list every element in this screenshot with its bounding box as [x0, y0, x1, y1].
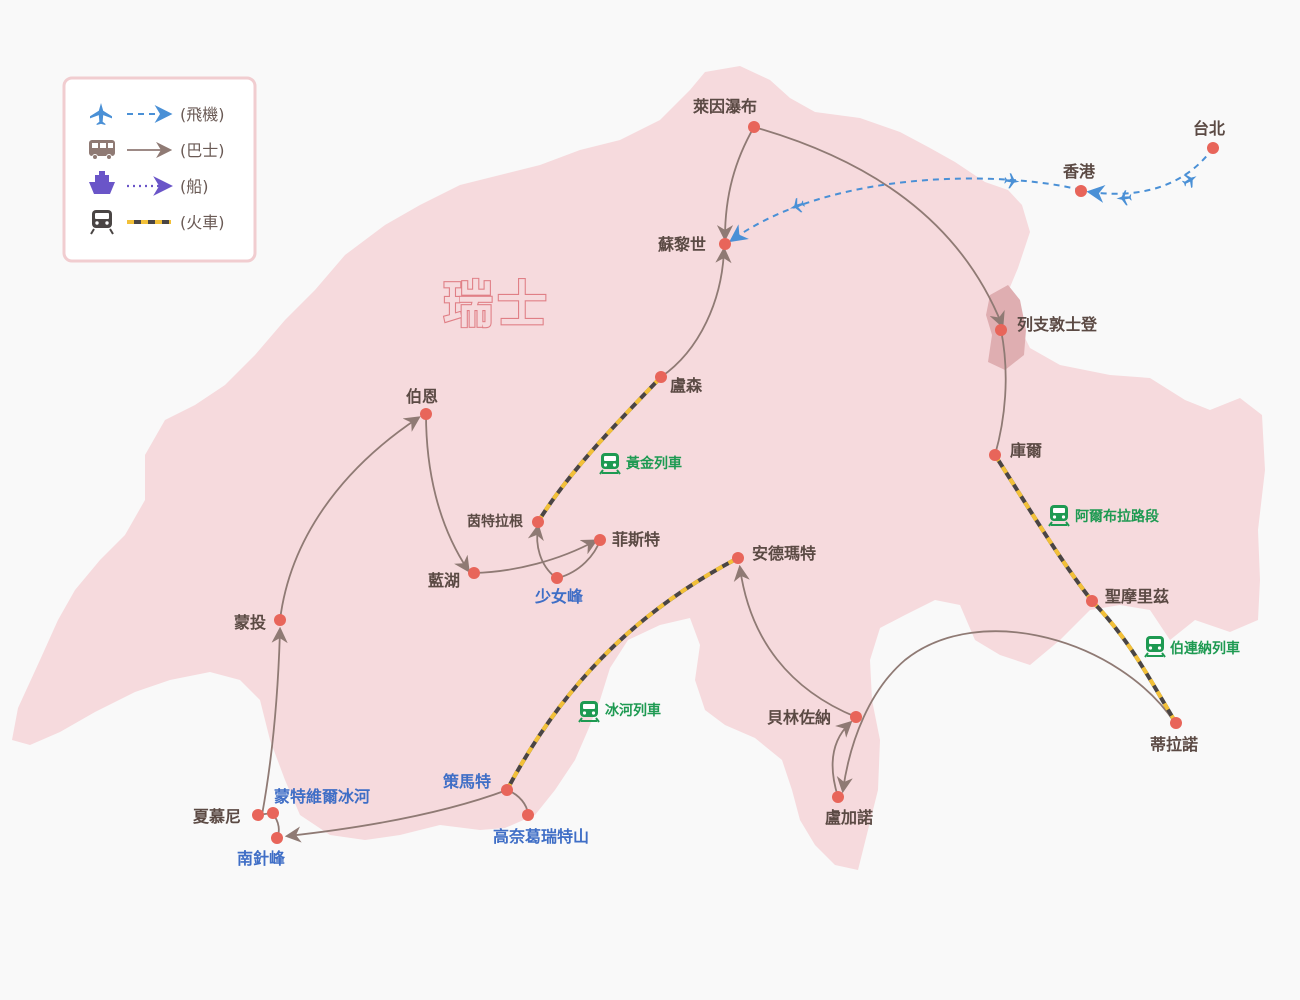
label-andermatt: 安德瑪特	[752, 544, 816, 563]
label-chur: 庫爾	[1010, 441, 1042, 460]
dot-tirano	[1170, 717, 1182, 729]
switzerland-land	[12, 66, 1265, 870]
dot-chamonix	[252, 809, 264, 821]
dot-gornergrat	[522, 809, 534, 821]
flight-hongkong-zurich	[729, 177, 1082, 243]
label-taipei: 台北	[1193, 119, 1225, 138]
label-train-albula: 阿爾布拉路段	[1075, 508, 1159, 525]
flight-routes	[729, 147, 1214, 243]
label-interlaken: 茵特拉根	[467, 513, 524, 530]
dot-montreux	[274, 614, 286, 626]
dot-bellinzona	[850, 711, 862, 723]
rail-albula-dash	[993, 453, 1094, 603]
dot-merdeglace	[267, 807, 279, 819]
place-labels: 萊因瀑布 蘇黎世 台北 香港 列支敦士登 庫爾 盧森 伯恩 茵特拉根 菲斯特 藍…	[192, 97, 1225, 868]
label-bern: 伯恩	[406, 387, 438, 406]
legend-label-plane: (飛機)	[180, 105, 225, 124]
route-rheinfall-liechtenstein	[753, 126, 1005, 329]
route-bern-bluelake	[425, 413, 470, 573]
rail-routes	[505, 375, 1178, 791]
label-zurich: 蘇黎世	[657, 235, 706, 254]
label-gornergrat: 高奈葛瑞特山	[493, 827, 589, 846]
flight-taipei-hongkong	[1086, 147, 1214, 203]
route-chamonix-montreux	[261, 626, 288, 816]
label-hongkong: 香港	[1062, 162, 1096, 181]
label-train-golden: 黃金列車	[625, 455, 682, 472]
legend-box	[62, 76, 257, 263]
airplane-icon	[1179, 169, 1201, 191]
label-lugano: 盧加諾	[825, 808, 873, 827]
label-tirano: 蒂拉諾	[1150, 735, 1198, 754]
label-montreux: 蒙投	[234, 613, 266, 632]
train-icon	[90, 210, 114, 235]
legend: (飛機) (巴士) (船)	[62, 76, 257, 263]
route-zermatt-aiguille	[284, 789, 508, 843]
route-liechtenstein-chur	[994, 329, 1007, 456]
dot-aiguille	[271, 832, 283, 844]
bus-icon	[89, 140, 115, 160]
legend-label-ship: (船)	[180, 177, 209, 196]
legend-row-ship: (船)	[89, 171, 209, 196]
dot-bluelake	[468, 567, 480, 579]
label-zermatt: 策馬特	[442, 772, 491, 791]
dot-liechtenstein	[995, 324, 1007, 336]
dot-hongkong	[1075, 185, 1087, 197]
label-merdeglace: 蒙特維爾冰河	[274, 787, 370, 806]
label-liechtenstein: 列支敦士登	[1017, 315, 1098, 334]
dot-taipei	[1207, 142, 1219, 154]
rail-golden-dash	[536, 375, 663, 524]
rail-glacier-dash	[505, 556, 739, 791]
label-jungfrau: 少女峰	[534, 587, 584, 606]
dot-andermatt	[732, 552, 744, 564]
route-jungfrau-interlaken	[527, 523, 556, 578]
route-bellinzona-andermatt	[733, 564, 857, 718]
airplane-icon	[1003, 172, 1021, 190]
place-dots	[252, 121, 1219, 844]
label-chamonix: 夏慕尼	[192, 807, 241, 826]
legend-label-train: (火車)	[180, 213, 225, 232]
label-rheinfall: 萊因瀑布	[692, 97, 757, 116]
route-tirano-lugano	[836, 630, 1176, 794]
dot-lucerne	[655, 371, 667, 383]
train-icon	[1144, 635, 1166, 658]
dot-chur	[989, 449, 1001, 461]
train-labels: 黃金列車 阿爾布拉路段 伯連納列車 冰河列車	[578, 452, 1240, 723]
label-train-bernina: 伯連納列車	[1170, 640, 1240, 657]
dot-interlaken	[532, 516, 544, 528]
rail-bernina-dash	[1090, 599, 1178, 725]
dot-rheinfall	[748, 121, 760, 133]
route-lucerne-zurich	[660, 246, 732, 378]
dot-zurich	[719, 238, 731, 250]
label-bluelake: 藍湖	[428, 571, 460, 590]
dot-jungfrau	[551, 572, 563, 584]
label-firste: 菲斯特	[612, 530, 660, 549]
route-rheinfall-zurich	[716, 126, 755, 242]
legend-label-bus: (巴士)	[180, 141, 225, 160]
dot-firste	[594, 534, 606, 546]
legend-row-bus: (巴士)	[89, 140, 225, 160]
label-stmoritz: 聖摩里茲	[1105, 587, 1169, 606]
airplane-icon	[1115, 189, 1133, 207]
route-montreux-bern	[279, 416, 421, 621]
label-train-glacier: 冰河列車	[605, 702, 661, 719]
ship-icon	[89, 171, 115, 194]
legend-row-plane: (飛機)	[90, 103, 225, 125]
dot-zermatt	[501, 784, 513, 796]
dot-stmoritz	[1086, 595, 1098, 607]
dot-lugano	[832, 791, 844, 803]
route-lugano-bellinzona	[831, 720, 853, 798]
label-lucerne: 盧森	[670, 376, 703, 395]
legend-row-train: (火車)	[90, 210, 225, 235]
country-title: 瑞士	[443, 276, 551, 334]
label-bellinzona: 貝林佐納	[767, 708, 831, 727]
route-bluelake-firste	[473, 539, 598, 574]
label-aiguille: 南針峰	[237, 849, 286, 868]
dot-bern	[420, 408, 432, 420]
